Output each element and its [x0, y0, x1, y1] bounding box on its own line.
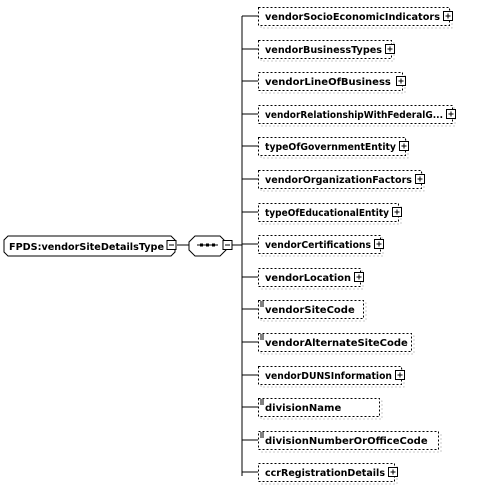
root-collapse-button[interactable]	[166, 240, 177, 250]
element-box	[258, 398, 380, 417]
child-elements: vendorSocioEconomicIndicators vendorBusin…	[242, 7, 456, 485]
element-node[interactable]: vendorRelationshipWithFederalG...	[242, 105, 456, 127]
element-label: divisionName	[265, 403, 341, 414]
element-node[interactable]: ccrRegistrationDetails	[242, 463, 398, 485]
plus-icon	[401, 143, 407, 149]
element-label: ccrRegistrationDetails	[265, 468, 385, 479]
plus-icon	[387, 46, 393, 52]
element-box	[258, 300, 364, 319]
element-node[interactable]: vendorSiteCode	[242, 300, 367, 322]
plus-icon	[356, 274, 362, 280]
element-label: vendorRelationshipWithFederalG...	[265, 110, 443, 121]
sequence-compositor[interactable]	[188, 235, 227, 257]
simple-content-icon	[260, 432, 264, 438]
element-box	[258, 105, 453, 124]
element-node[interactable]: divisionName	[242, 398, 383, 420]
plus-icon	[417, 176, 423, 182]
expand-button[interactable]	[388, 467, 398, 477]
element-node[interactable]: vendorLocation	[242, 268, 364, 290]
element-node[interactable]: vendorDUNSInformation	[242, 366, 405, 388]
expand-button[interactable]	[354, 272, 364, 282]
element-box	[258, 235, 381, 254]
plus-icon	[397, 372, 403, 378]
element-node[interactable]: vendorLineOfBusiness	[242, 72, 406, 94]
plus-icon	[448, 111, 454, 117]
simple-content-icon	[260, 301, 264, 307]
simple-content-icon	[260, 334, 264, 340]
element-label: vendorSocioEconomicIndicators	[265, 12, 440, 23]
expand-button[interactable]	[446, 109, 456, 119]
element-label: vendorSiteCode	[265, 305, 355, 316]
root-type-label: FPDS:vendorSiteDetailsType	[9, 242, 164, 253]
element-label: vendorCertifications	[265, 240, 371, 251]
expand-button[interactable]	[392, 207, 402, 217]
element-node[interactable]: typeOfEducationalEntity	[242, 203, 402, 225]
element-label: divisionNumberOrOfficeCode	[265, 436, 428, 447]
expand-button[interactable]	[415, 174, 425, 184]
plus-icon	[394, 209, 400, 215]
plus-icon	[390, 469, 396, 475]
expand-button[interactable]	[385, 44, 395, 54]
root-type-node[interactable]: FPDS:vendorSiteDetailsType	[3, 235, 176, 257]
simple-content-icon	[260, 399, 264, 405]
element-node[interactable]: vendorAlternateSiteCode	[242, 333, 415, 355]
element-label: vendorLineOfBusiness	[265, 77, 391, 88]
element-box	[258, 431, 439, 450]
element-node[interactable]: vendorCertifications	[242, 235, 384, 257]
expand-button[interactable]	[396, 76, 406, 86]
element-node[interactable]: vendorSocioEconomicIndicators	[242, 7, 453, 29]
element-box	[258, 268, 361, 287]
element-label: typeOfEducationalEntity	[265, 208, 389, 219]
plus-icon	[445, 13, 451, 19]
element-node[interactable]: vendorBusinessTypes	[242, 40, 395, 62]
element-label: typeOfGovernmentEntity	[265, 142, 396, 153]
element-node[interactable]: vendorOrganizationFactors	[242, 170, 425, 192]
plus-icon	[398, 78, 404, 84]
element-label: vendorAlternateSiteCode	[265, 338, 408, 349]
sequence-icon	[197, 243, 218, 247]
plus-icon	[376, 241, 382, 247]
expand-button[interactable]	[399, 141, 409, 151]
element-label: vendorOrganizationFactors	[265, 175, 412, 186]
element-box	[258, 333, 412, 352]
element-label: vendorDUNSInformation	[265, 371, 392, 382]
element-label: vendorBusinessTypes	[265, 45, 382, 56]
expand-button[interactable]	[374, 239, 384, 249]
element-node[interactable]: divisionNumberOrOfficeCode	[242, 431, 442, 453]
sequence-collapse-button[interactable]	[222, 240, 233, 250]
expand-button[interactable]	[443, 11, 453, 21]
element-node[interactable]: typeOfGovernmentEntity	[242, 137, 409, 159]
element-label: vendorLocation	[265, 273, 351, 284]
expand-button[interactable]	[395, 370, 405, 380]
